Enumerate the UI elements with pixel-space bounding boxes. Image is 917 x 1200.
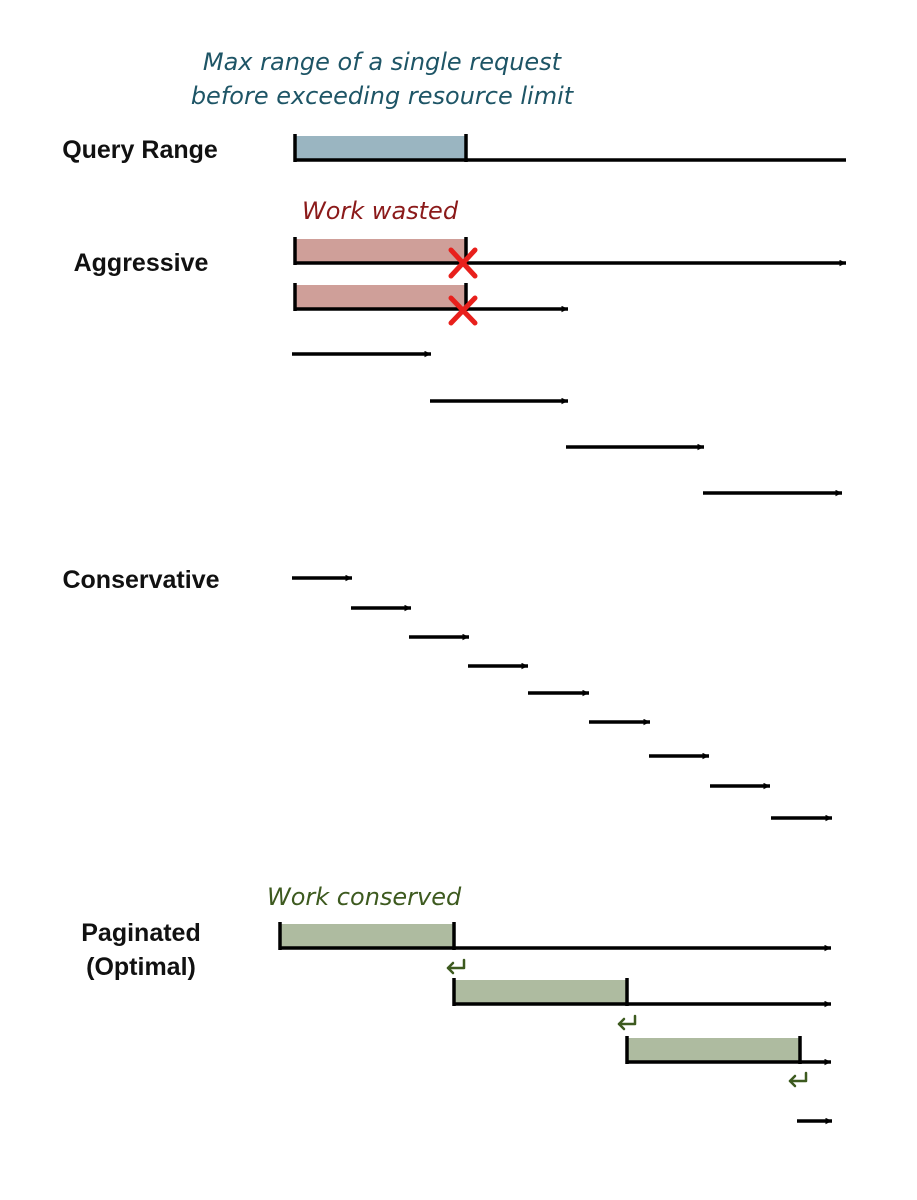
cross-icon bbox=[448, 295, 478, 326]
conserved-block bbox=[280, 924, 454, 948]
query-range-label: Query Range bbox=[62, 136, 218, 164]
cross-icon bbox=[448, 247, 478, 279]
paginated-request-3 bbox=[625, 1036, 831, 1066]
paginated-label-line1: Paginated bbox=[81, 919, 200, 947]
return-arrow-icon bbox=[617, 1014, 637, 1031]
return-arrow-icon bbox=[446, 958, 466, 975]
conserved-block bbox=[627, 1038, 800, 1062]
paginated-request-2 bbox=[452, 978, 831, 1008]
aggressive-request-1 bbox=[293, 237, 846, 279]
aggressive-request-2 bbox=[293, 283, 568, 326]
return-arrow-icon bbox=[788, 1071, 808, 1088]
aggressive-retries bbox=[292, 350, 842, 497]
limit-note-line2: before exceeding resource limit bbox=[191, 82, 575, 110]
conservative-requests bbox=[292, 574, 832, 822]
paginated-label-line2: (Optimal) bbox=[86, 953, 196, 981]
wasted-block bbox=[295, 285, 466, 309]
resource-limit-block bbox=[295, 136, 466, 160]
work-conserved-note: Work conserved bbox=[267, 883, 462, 911]
limit-note-line1: Max range of a single request bbox=[203, 48, 563, 76]
paginated-request-1 bbox=[278, 922, 831, 952]
work-wasted-note: Work wasted bbox=[302, 197, 459, 225]
wasted-block bbox=[295, 239, 466, 263]
conserved-block bbox=[454, 980, 627, 1004]
query-range-track bbox=[293, 134, 846, 162]
aggressive-label: Aggressive bbox=[74, 249, 209, 277]
conservative-label: Conservative bbox=[62, 566, 219, 594]
